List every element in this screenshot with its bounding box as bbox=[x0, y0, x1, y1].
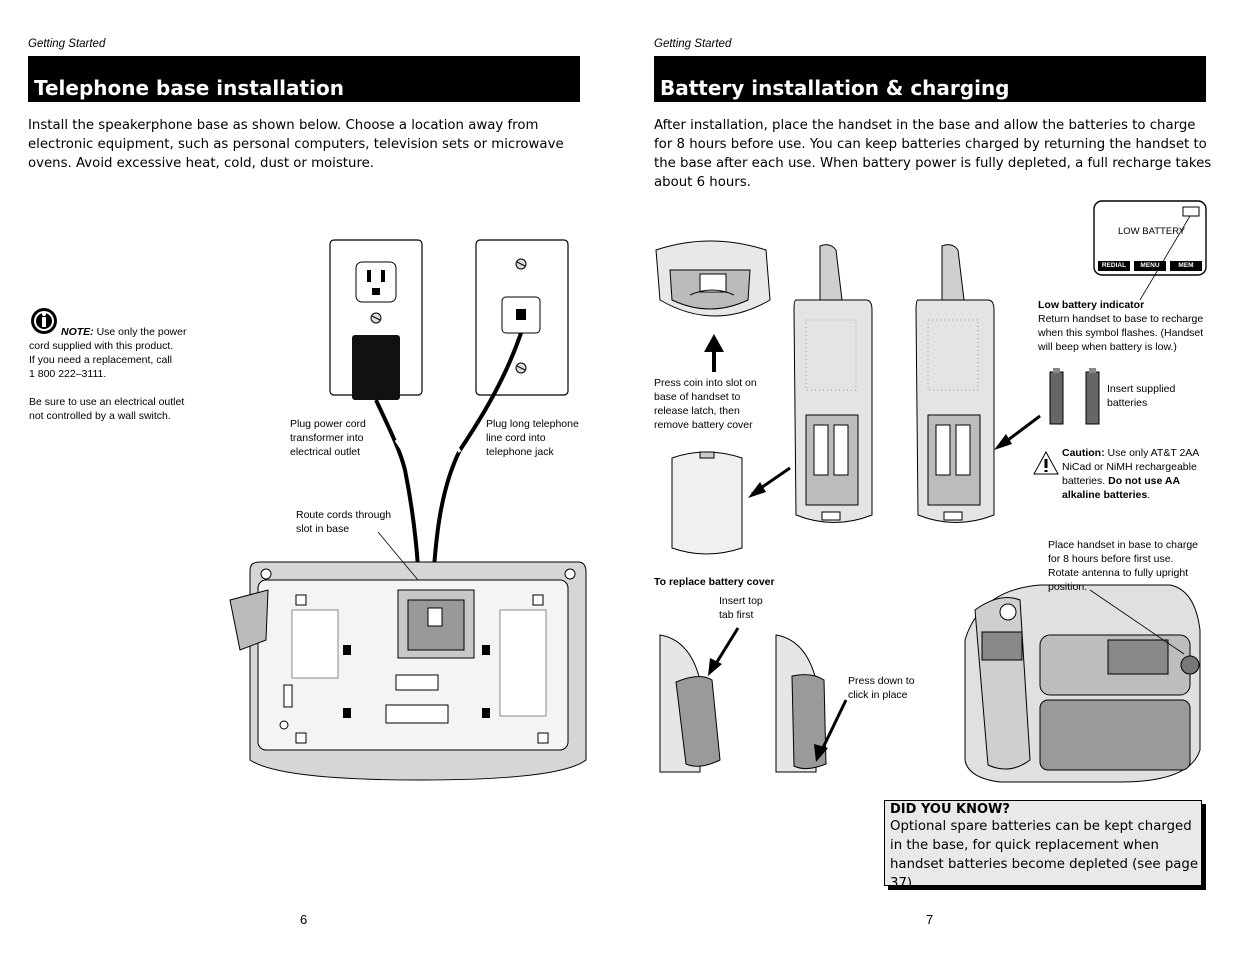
left-page-title: Telephone base installation bbox=[28, 56, 580, 102]
telephone-with-handset bbox=[964, 584, 1201, 783]
caution-icon bbox=[1033, 450, 1059, 475]
low-battery-indicator-caption: Low battery indicator Return handset to … bbox=[1038, 299, 1204, 353]
lcd-key-menu: MENU bbox=[1140, 262, 1160, 269]
up-arrow-icon bbox=[704, 334, 724, 372]
right-intro-text: After installation, place the handset in… bbox=[654, 118, 1212, 190]
info-icon bbox=[31, 308, 57, 334]
lcd-display bbox=[1093, 200, 1207, 276]
did-you-know-title: DID YOU KNOW? bbox=[890, 802, 1010, 817]
right-page-title: Battery installation & charging bbox=[654, 56, 1206, 102]
battery-cover bbox=[671, 451, 743, 555]
handset-back-open bbox=[793, 244, 873, 523]
left-section-label: Getting Started bbox=[28, 38, 106, 50]
replace-cover-title: To replace battery cover bbox=[654, 576, 775, 588]
lcd-key-redial: REDIAL bbox=[1101, 262, 1127, 269]
right-section-label: Getting Started bbox=[654, 38, 732, 50]
lcd-key-mem: MEM bbox=[1178, 262, 1194, 269]
right-page-number: 7 bbox=[926, 912, 934, 927]
power-cord-note: NOTE: Use only the power cord supplied w… bbox=[29, 326, 187, 422]
lcd-low-battery-text: LOW BATTERY bbox=[1118, 226, 1186, 237]
electrical-outlet-plate bbox=[329, 239, 423, 400]
telephone-base-bottom-view bbox=[229, 561, 587, 781]
left-intro-text: Install the speakerphone base as shown b… bbox=[28, 118, 564, 171]
did-you-know-text: Optional spare batteries can be kept cha… bbox=[890, 819, 1199, 891]
batteries bbox=[1049, 368, 1100, 425]
caution-caption: Caution: Use only AT&T 2AA NiCad or NiMH… bbox=[1062, 447, 1200, 501]
telephone-jack-plate bbox=[475, 239, 569, 396]
handset-side-insert bbox=[659, 634, 721, 773]
left-page-number: 6 bbox=[300, 912, 308, 927]
handset-bottom-view bbox=[655, 240, 771, 317]
did-you-know-box: DID YOU KNOW? Optional spare batteries c… bbox=[884, 800, 1202, 891]
handset-back-with-batteries bbox=[915, 244, 995, 523]
